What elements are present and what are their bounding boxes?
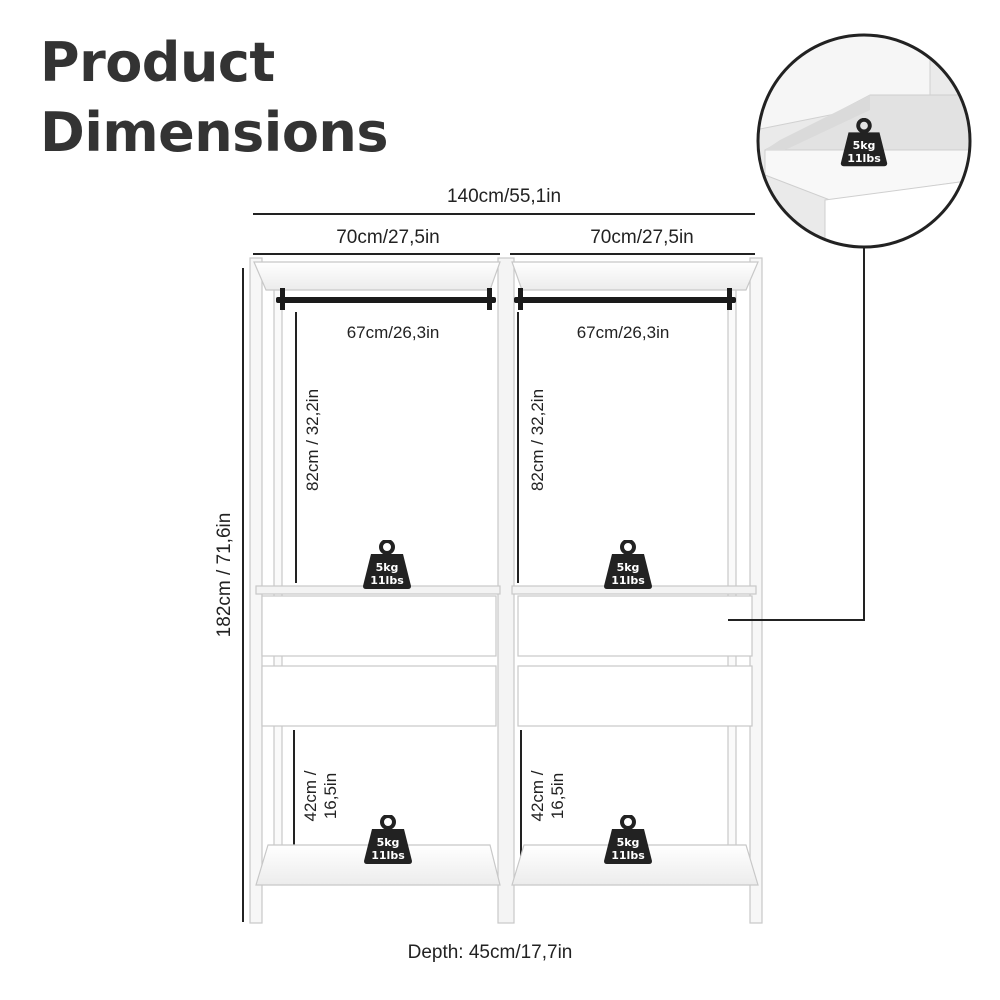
drawer-detail-callout: 5kg 11lbs xyxy=(756,33,972,249)
left-bottom-height-label-1: 42cm / xyxy=(301,770,320,821)
depth-label: Depth: 45cm/17,7in xyxy=(408,942,573,963)
svg-text:11lbs: 11lbs xyxy=(611,849,645,862)
svg-text:11lbs: 11lbs xyxy=(370,574,404,587)
svg-text:5kg: 5kg xyxy=(377,836,400,849)
bottom-shelf-left xyxy=(255,844,501,886)
weight-icon: 5kg 11lbs xyxy=(362,815,414,865)
right-bottom-height-label-2: 16,5in xyxy=(548,773,567,819)
left-rail-bracket-a xyxy=(280,288,285,310)
callout-connector xyxy=(728,240,865,621)
right-rail-length-label: 67cm/26,3in xyxy=(577,323,670,342)
svg-text:5kg: 5kg xyxy=(376,561,399,574)
page-title: Product Dimensions xyxy=(40,28,389,168)
left-rail-bracket-b xyxy=(487,288,492,310)
title-line-1: Product xyxy=(40,31,275,94)
svg-text:11lbs: 11lbs xyxy=(611,574,645,587)
drawer-left-top xyxy=(261,595,497,657)
right-rail xyxy=(514,297,736,303)
total-height-label: 182cm / 71,6in xyxy=(214,513,235,638)
left-rail-length-label: 67cm/26,3in xyxy=(347,323,440,342)
wardrobe-frame xyxy=(249,257,763,924)
top-shelf-right xyxy=(511,261,759,291)
drawer-right-top xyxy=(517,595,753,657)
callout-ring xyxy=(756,33,972,249)
hanging-rails xyxy=(276,288,736,310)
left-hanging-height-label: 82cm / 32,2in xyxy=(303,389,322,491)
weight-icon: 5kg 11lbs xyxy=(838,118,890,168)
svg-text:5kg: 5kg xyxy=(617,561,640,574)
top-shelf-left xyxy=(253,261,501,291)
left-back-post xyxy=(273,269,283,856)
svg-text:5kg: 5kg xyxy=(853,139,876,152)
total-width-label: 140cm/55,1in xyxy=(447,186,561,207)
bottom-shelf-right xyxy=(511,844,759,886)
weight-icon: 5kg 11lbs xyxy=(361,540,413,590)
right-bottom-height-label-1: 42cm / xyxy=(528,770,547,821)
drawer-right-bottom xyxy=(517,665,753,727)
right-section-width-label: 70cm/27,5in xyxy=(590,227,694,248)
right-rail-bracket-b xyxy=(727,288,732,310)
right-rail-bracket-a xyxy=(518,288,523,310)
left-bottom-height-label-2: 16,5in xyxy=(321,773,340,819)
svg-text:11lbs: 11lbs xyxy=(847,152,881,165)
weight-icon: 5kg 11lbs xyxy=(602,540,654,590)
right-back-post xyxy=(727,269,737,856)
weight-icon: 5kg 11lbs xyxy=(602,815,654,865)
svg-text:5kg: 5kg xyxy=(617,836,640,849)
svg-text:11lbs: 11lbs xyxy=(371,849,405,862)
title-line-2: Dimensions xyxy=(40,101,389,164)
left-section-width-label: 70cm/27,5in xyxy=(336,227,440,248)
drawer-left-bottom xyxy=(261,665,497,727)
right-hanging-height-label: 82cm / 32,2in xyxy=(528,389,547,491)
left-rail xyxy=(276,297,496,303)
